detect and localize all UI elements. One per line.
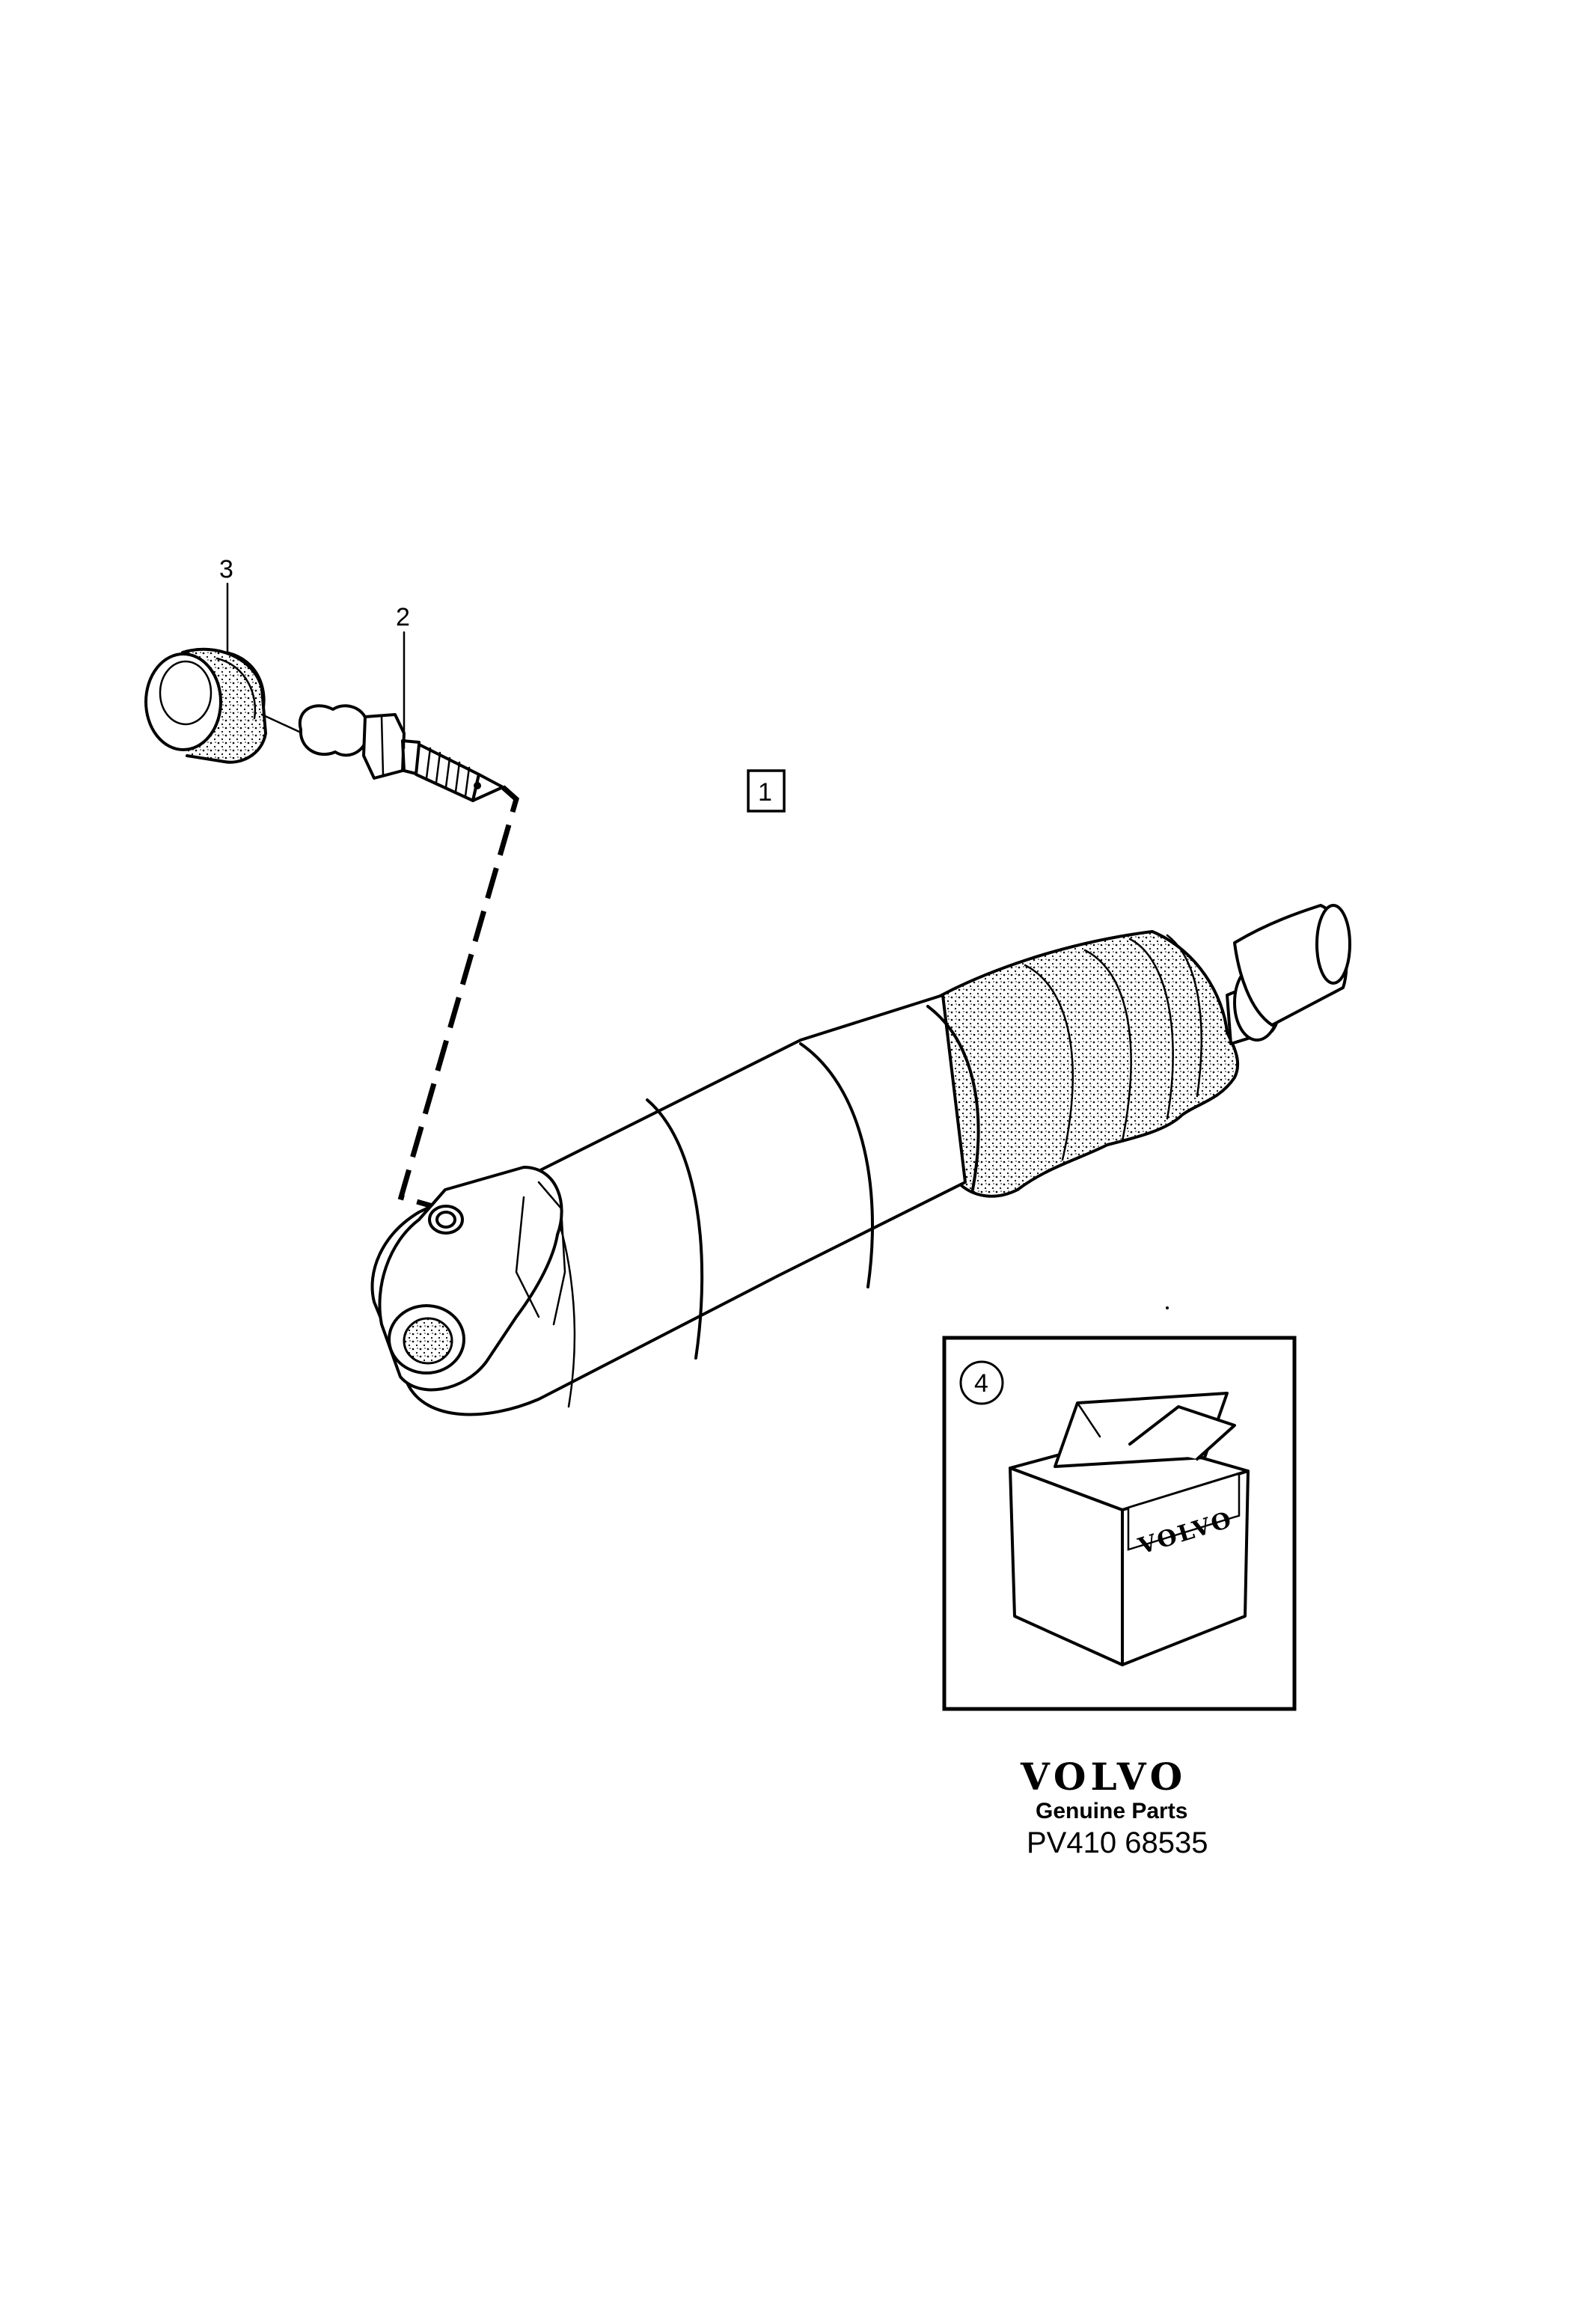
dust-cap — [144, 647, 267, 764]
port-thread — [403, 1317, 453, 1365]
callout-2-label: 2 — [396, 603, 410, 632]
scan-speck — [1166, 1306, 1169, 1309]
brand-block: VOLVO Genuine Parts PV410 68535 — [1020, 1755, 1208, 1859]
fitting-dashed-line — [397, 785, 519, 1209]
kit-box: VOLVO — [1009, 1392, 1250, 1666]
callout-1-label: 1 — [758, 778, 772, 807]
callout-4-label: 4 — [974, 1369, 988, 1398]
callout-3-label: 3 — [219, 555, 233, 584]
brand-tagline: Genuine Parts — [1036, 1799, 1187, 1823]
callout-4-circle — [959, 1360, 1004, 1405]
callout-1-box — [747, 769, 786, 813]
brand-logo: VOLVO — [1020, 1755, 1187, 1799]
part-number: PV410 68535 — [1027, 1826, 1208, 1859]
slave-cylinder — [370, 904, 1351, 1416]
bleeder-screw — [298, 704, 504, 802]
cap-link-line — [260, 713, 301, 733]
